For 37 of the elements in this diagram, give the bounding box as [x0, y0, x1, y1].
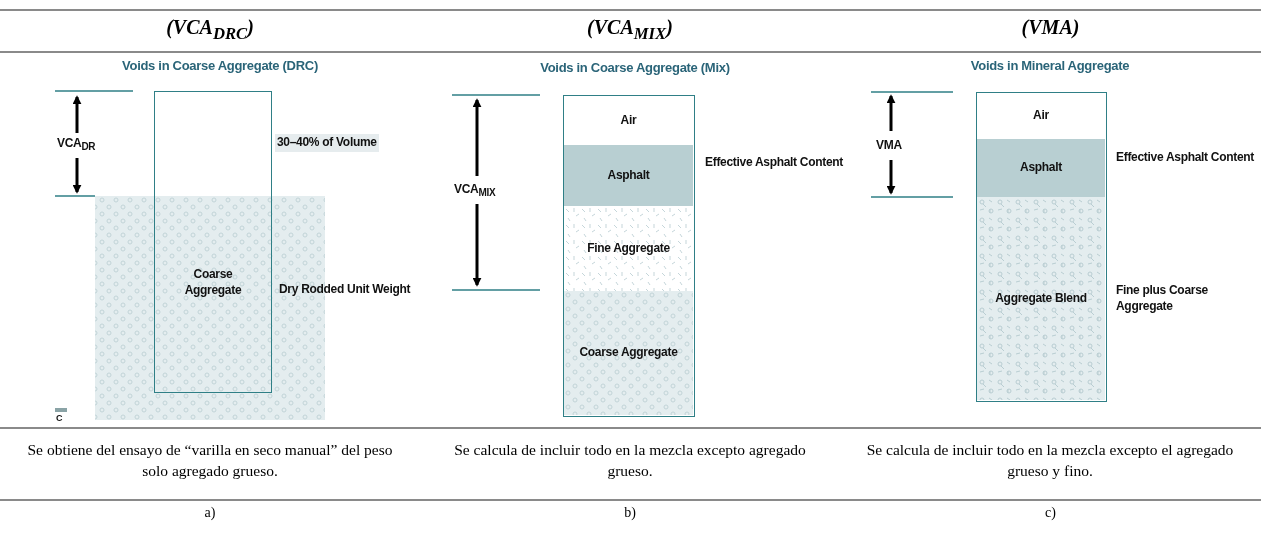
layer-label: Coarse Aggregate	[183, 267, 243, 299]
column-header: (VCA$_{MIX}$)	[586, 16, 674, 44]
layer-label: Air	[1032, 108, 1050, 124]
dimension-label: VCA$_{DR}$	[57, 136, 96, 153]
dimension-label: VCA$_{MIX}$	[454, 182, 496, 199]
panel-title: Voids in Coarse Aggregate (Mix)	[539, 60, 731, 75]
subfigure-label: b)	[623, 505, 637, 521]
subfigure-label: c)	[1044, 505, 1057, 521]
caption: Se calcula de incluir todo en la mezcla excepto el agregado grueso y fino.	[865, 440, 1235, 481]
layer-label: Aggregate Blend	[994, 290, 1088, 307]
column-box	[563, 95, 695, 417]
side-note: Fine plus Coarse Aggregate	[1115, 282, 1209, 315]
coarse-aggregate-layer	[564, 291, 693, 415]
panel-title: Voids in Mineral Aggregate	[969, 58, 1131, 73]
caption: Se obtiene del ensayo de “varilla en seco manual” del peso solo agregado grueso.	[26, 440, 394, 481]
column-box	[154, 91, 272, 393]
side-note: 30–40% of Volume	[275, 134, 379, 152]
column-box	[976, 92, 1107, 402]
layer-label: Coarse Aggregate	[579, 345, 678, 361]
asphalt-layer	[977, 139, 1105, 197]
side-note: Dry Rodded Unit Weight	[278, 281, 412, 298]
column-header: (VMA)	[1020, 16, 1081, 39]
subfigure-label: a)	[203, 505, 217, 521]
layer-label: Asphalt	[1019, 160, 1063, 176]
column-header: (VCA$_{DRC}$)	[165, 16, 255, 44]
panel-title: Voids in Coarse Aggregate (DRC)	[121, 58, 319, 73]
cropped-text: C	[56, 413, 63, 423]
dimension-label: VMA	[876, 138, 902, 152]
asphalt-layer	[564, 145, 693, 206]
layer-label: Asphalt	[606, 167, 651, 184]
fine-aggregate-layer	[564, 206, 693, 291]
side-note: Effective Asphalt Content	[704, 154, 845, 171]
layer-label: Air	[619, 112, 638, 129]
aggregate-blend-layer	[977, 197, 1105, 400]
caption: Se calcula de incluir todo en la mezcla excepto agregado grueso.	[453, 440, 807, 481]
side-note: Effective Asphalt Content	[1115, 149, 1256, 166]
layer-label: Fine Aggregate	[586, 240, 671, 257]
